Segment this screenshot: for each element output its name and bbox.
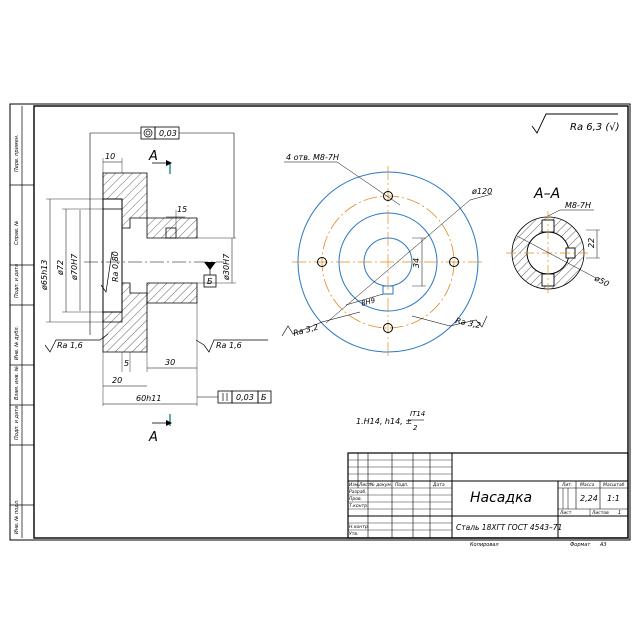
stamp-text-1: Справ. № [14,221,20,245]
tol-par-datum: Б [261,393,267,402]
stamp-text-3: Инв. № дубл. [14,326,20,360]
tolerance-note: 1.H14, h14, ± IT14 2 [356,410,425,432]
section-title: A–A [533,186,560,202]
section-thread: М8-7Н [565,201,591,210]
tb-sheets-label: Листов [591,510,609,516]
dim-15: 15 [177,205,187,214]
tol-runout-value: 0,03 [159,129,177,138]
ra32-right: Ra 3,2 [455,316,482,330]
tb-copied: Копировал [470,542,499,548]
dia-72: ø72 [56,260,65,276]
tb-head-mass: Масса [580,482,595,488]
note-text: 1.H14, h14, ± [356,417,412,426]
tb-prov: Пров. [349,496,362,502]
dim-30: 30 [165,358,175,367]
key-8: 8H9 [360,296,376,308]
stamp-text-4: Взам. инв. № [14,366,20,400]
tb-utv: Утв. [349,531,358,537]
dia-120: ø120 [471,187,492,196]
roughness-general-text: Ra 6,3 (√) [570,122,620,133]
tb-col-sign: Подп. [395,482,409,488]
tb-scale: 1:1 [607,494,620,503]
tb-nkontr: Н.контр. [349,524,369,530]
datum-b: Б [207,277,213,286]
stamp-text-5: Подп. и дата [14,406,20,440]
tb-col-doc: № докум. [369,482,392,488]
tb-mass: 2,24 [580,494,598,503]
outer-frame [9,103,631,541]
section-view: A–A М8-7Н 22 ø50 [506,186,611,295]
dim-34: 34 [412,258,421,268]
tb-format-val: А3 [599,542,607,548]
note-frac-top: IT14 [410,410,425,418]
tb-sheet-label: Лист [559,510,572,516]
dia-30: ø30H7 [222,253,231,281]
section-mark-bottom: A [148,430,158,445]
title-block: Изм. Лист № докум. Подп. Дата Разраб. Пр… [347,452,629,548]
stamp-text-0: Перв. примен. [14,134,20,172]
side-stamp: Перв. примен. Справ. № Подп. и дата Инв.… [10,106,34,538]
tb-sheets: 1 [618,510,621,516]
inner-frame [33,105,629,539]
dim-10: 10 [105,152,115,161]
flange-upper [102,172,148,229]
front-view: 4 отв. М8-7Н ø120 34 8H9 Ra 3,2 Ra 3,2 [281,153,492,358]
dim-22: 22 [587,238,596,248]
ra-080: Ra 0,80 [111,251,120,282]
ra32-left: Ra 3,2 [292,323,319,338]
tb-col-date: Дата [432,482,445,488]
hub-lower [146,282,198,304]
dia-50: ø50 [592,273,610,288]
part-material: Сталь 18ХГТ ГОСТ 4543–71 [456,523,562,532]
tb-razrab: Разраб. [349,489,367,495]
general-roughness: Ra 6,3 (√) [531,113,620,134]
dim-60: 60h11 [136,394,161,403]
tol-par-value: 0,03 [236,393,254,402]
dim-5: 5 [124,359,129,368]
tb-head-lit: Лит. [561,482,572,488]
tb-format: Формат [570,542,591,548]
dim-20: 20 [112,376,122,385]
tb-tkontr: Т.контр. [349,503,369,509]
section-mark-top: A [148,149,158,164]
note-frac-bottom: 2 [413,424,418,432]
front-holes: 4 отв. М8-7Н [286,153,339,162]
dia-65: ø65h13 [40,260,49,291]
stamp-text-2: Подп. и дата [14,264,20,298]
ra16-left: Ra 1,6 [57,341,83,350]
part-name: Насадка [470,490,532,506]
tb-col-list: Лист [358,482,371,488]
tb-head-scale: Масштаб [603,482,625,488]
dia-70: ø70H7 [70,253,79,281]
ra16-right: Ra 1,6 [216,341,242,350]
flange-lower [102,282,148,353]
stamp-text-6: Инв. № подл. [14,500,20,535]
left-view: A A 0,03 10 15 ø65h13 ø72 ø70H7 [40,126,272,445]
tb-col-izm: Изм. [349,482,360,488]
